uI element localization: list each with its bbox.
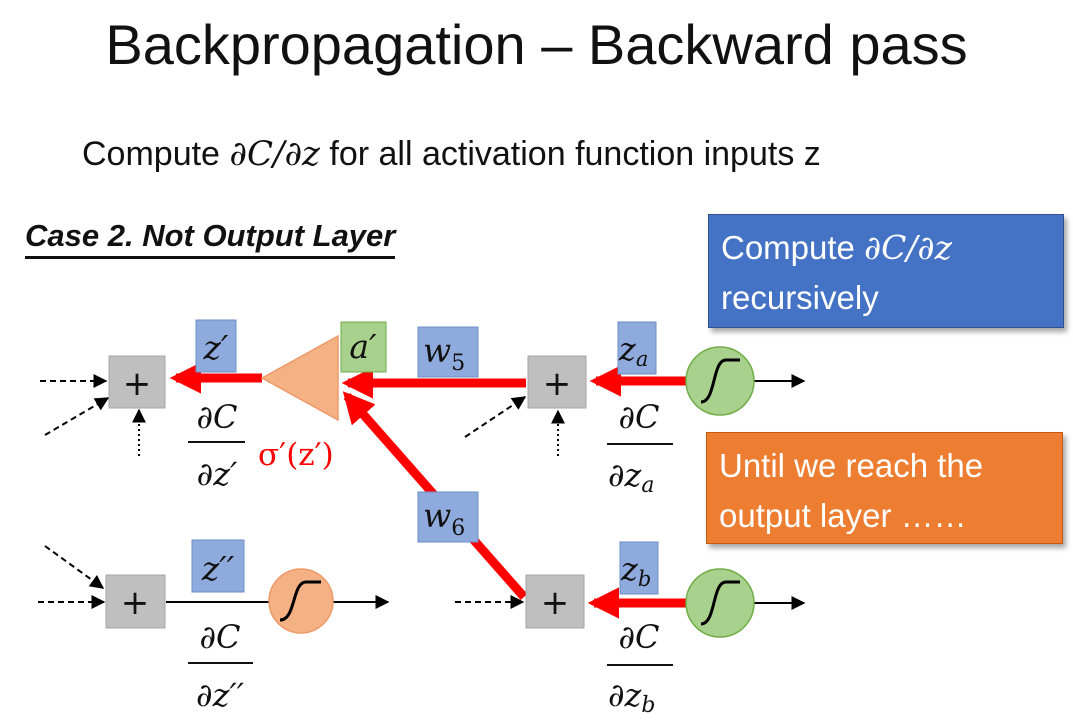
label-w5-letter: w	[423, 331, 451, 370]
input-arrow-2	[44, 397, 110, 436]
sum-symbol-1: +	[123, 364, 152, 404]
label-zb-sub: b	[638, 567, 651, 591]
fraction-numerator: ∂C	[618, 398, 659, 436]
fraction-denominator-prefix: ∂z	[608, 676, 643, 714]
sigmoid-icon	[700, 358, 740, 404]
label-zb: zb	[620, 550, 651, 591]
slide-title: Backpropagation – Backward pass	[105, 13, 968, 76]
fraction-denominator: ∂zb	[608, 676, 656, 718]
fraction-denominator: ∂z′	[197, 455, 238, 493]
label-w6: w6	[423, 496, 465, 541]
label-w5-sub: 5	[451, 351, 465, 376]
label-box-z-prime	[195, 319, 237, 373]
neuron-za	[685, 346, 755, 416]
sum-symbol-2: +	[121, 583, 150, 623]
gradient-fraction-zb: ∂C ∂zb	[607, 618, 673, 718]
label-zb-letter: z	[620, 550, 639, 588]
input-arrow-4	[44, 545, 105, 589]
label-w5: w5	[423, 331, 465, 376]
activation-derivative-triangle	[260, 334, 339, 422]
sigma-derivative-label: σ′(z′)	[258, 437, 334, 473]
label-z-prime: z′	[203, 328, 229, 367]
label-box-z-double-prime	[191, 539, 245, 593]
sum-node-z-prime	[108, 355, 166, 409]
note-until-output: Until we reach the output layer ……	[706, 432, 1063, 544]
fraction-numerator: ∂C	[199, 618, 240, 656]
fraction-numerator: ∂C	[196, 398, 237, 436]
gradient-fraction-z-prime: ∂C ∂z′	[188, 398, 245, 493]
fraction-denominator-prefix: ∂z	[608, 456, 643, 494]
fraction-denominator: ∂za	[608, 456, 655, 498]
label-a-prime: a′	[349, 327, 377, 366]
fraction-denominator-sub: b	[641, 693, 655, 718]
note-until-line2: output layer ……	[719, 497, 967, 534]
note-until-line1: Until we reach the	[719, 447, 984, 484]
gradient-fraction-z-double-prime: ∂C ∂z′′	[188, 618, 253, 714]
sigmoid-icon	[279, 580, 321, 622]
sum-node-zb	[525, 574, 585, 629]
note-recursive-prefix: Compute	[721, 229, 865, 266]
fraction-denominator: ∂z′′	[196, 676, 245, 714]
case-title: Case 2. Not Output Layer	[25, 218, 396, 259]
label-za-sub: a	[636, 347, 649, 371]
note-compute-recursively: Compute ∂C/∂z recursively	[708, 214, 1064, 328]
subtitle-math: ∂C/∂z	[229, 134, 320, 174]
fraction-numerator: ∂C	[618, 618, 659, 656]
subtitle-prefix: Compute	[82, 135, 230, 173]
label-w6-sub: 6	[451, 516, 465, 541]
input-arrow-6	[464, 396, 527, 438]
label-z-double-prime: z′′	[201, 549, 235, 588]
gradient-fraction-za: ∂C ∂za	[607, 398, 673, 498]
neuron-zb	[685, 568, 755, 638]
slide-subtitle: Compute ∂C/∂z for all activation functio…	[82, 134, 821, 174]
sum-node-za	[527, 355, 587, 409]
sigmoid-icon	[700, 580, 740, 626]
note-recursive-math: ∂C/∂z	[864, 228, 952, 267]
label-box-a-prime	[340, 321, 387, 373]
label-w6-letter: w	[423, 496, 451, 535]
fraction-denominator-sub: a	[641, 473, 654, 498]
label-za: za	[618, 330, 648, 371]
note-recursive-line2: recursively	[721, 279, 879, 316]
label-za-letter: z	[618, 330, 637, 368]
sum-symbol-4: +	[541, 583, 570, 623]
label-box-w6	[417, 491, 479, 543]
sum-node-z-double-prime	[105, 574, 166, 629]
sum-symbol-3: +	[543, 364, 572, 404]
neuron-z-double-prime	[268, 568, 334, 634]
subtitle-suffix: for all activation function inputs z	[319, 135, 821, 173]
label-box-za	[617, 321, 657, 375]
label-box-zb	[619, 541, 659, 595]
label-box-w5	[417, 326, 479, 378]
